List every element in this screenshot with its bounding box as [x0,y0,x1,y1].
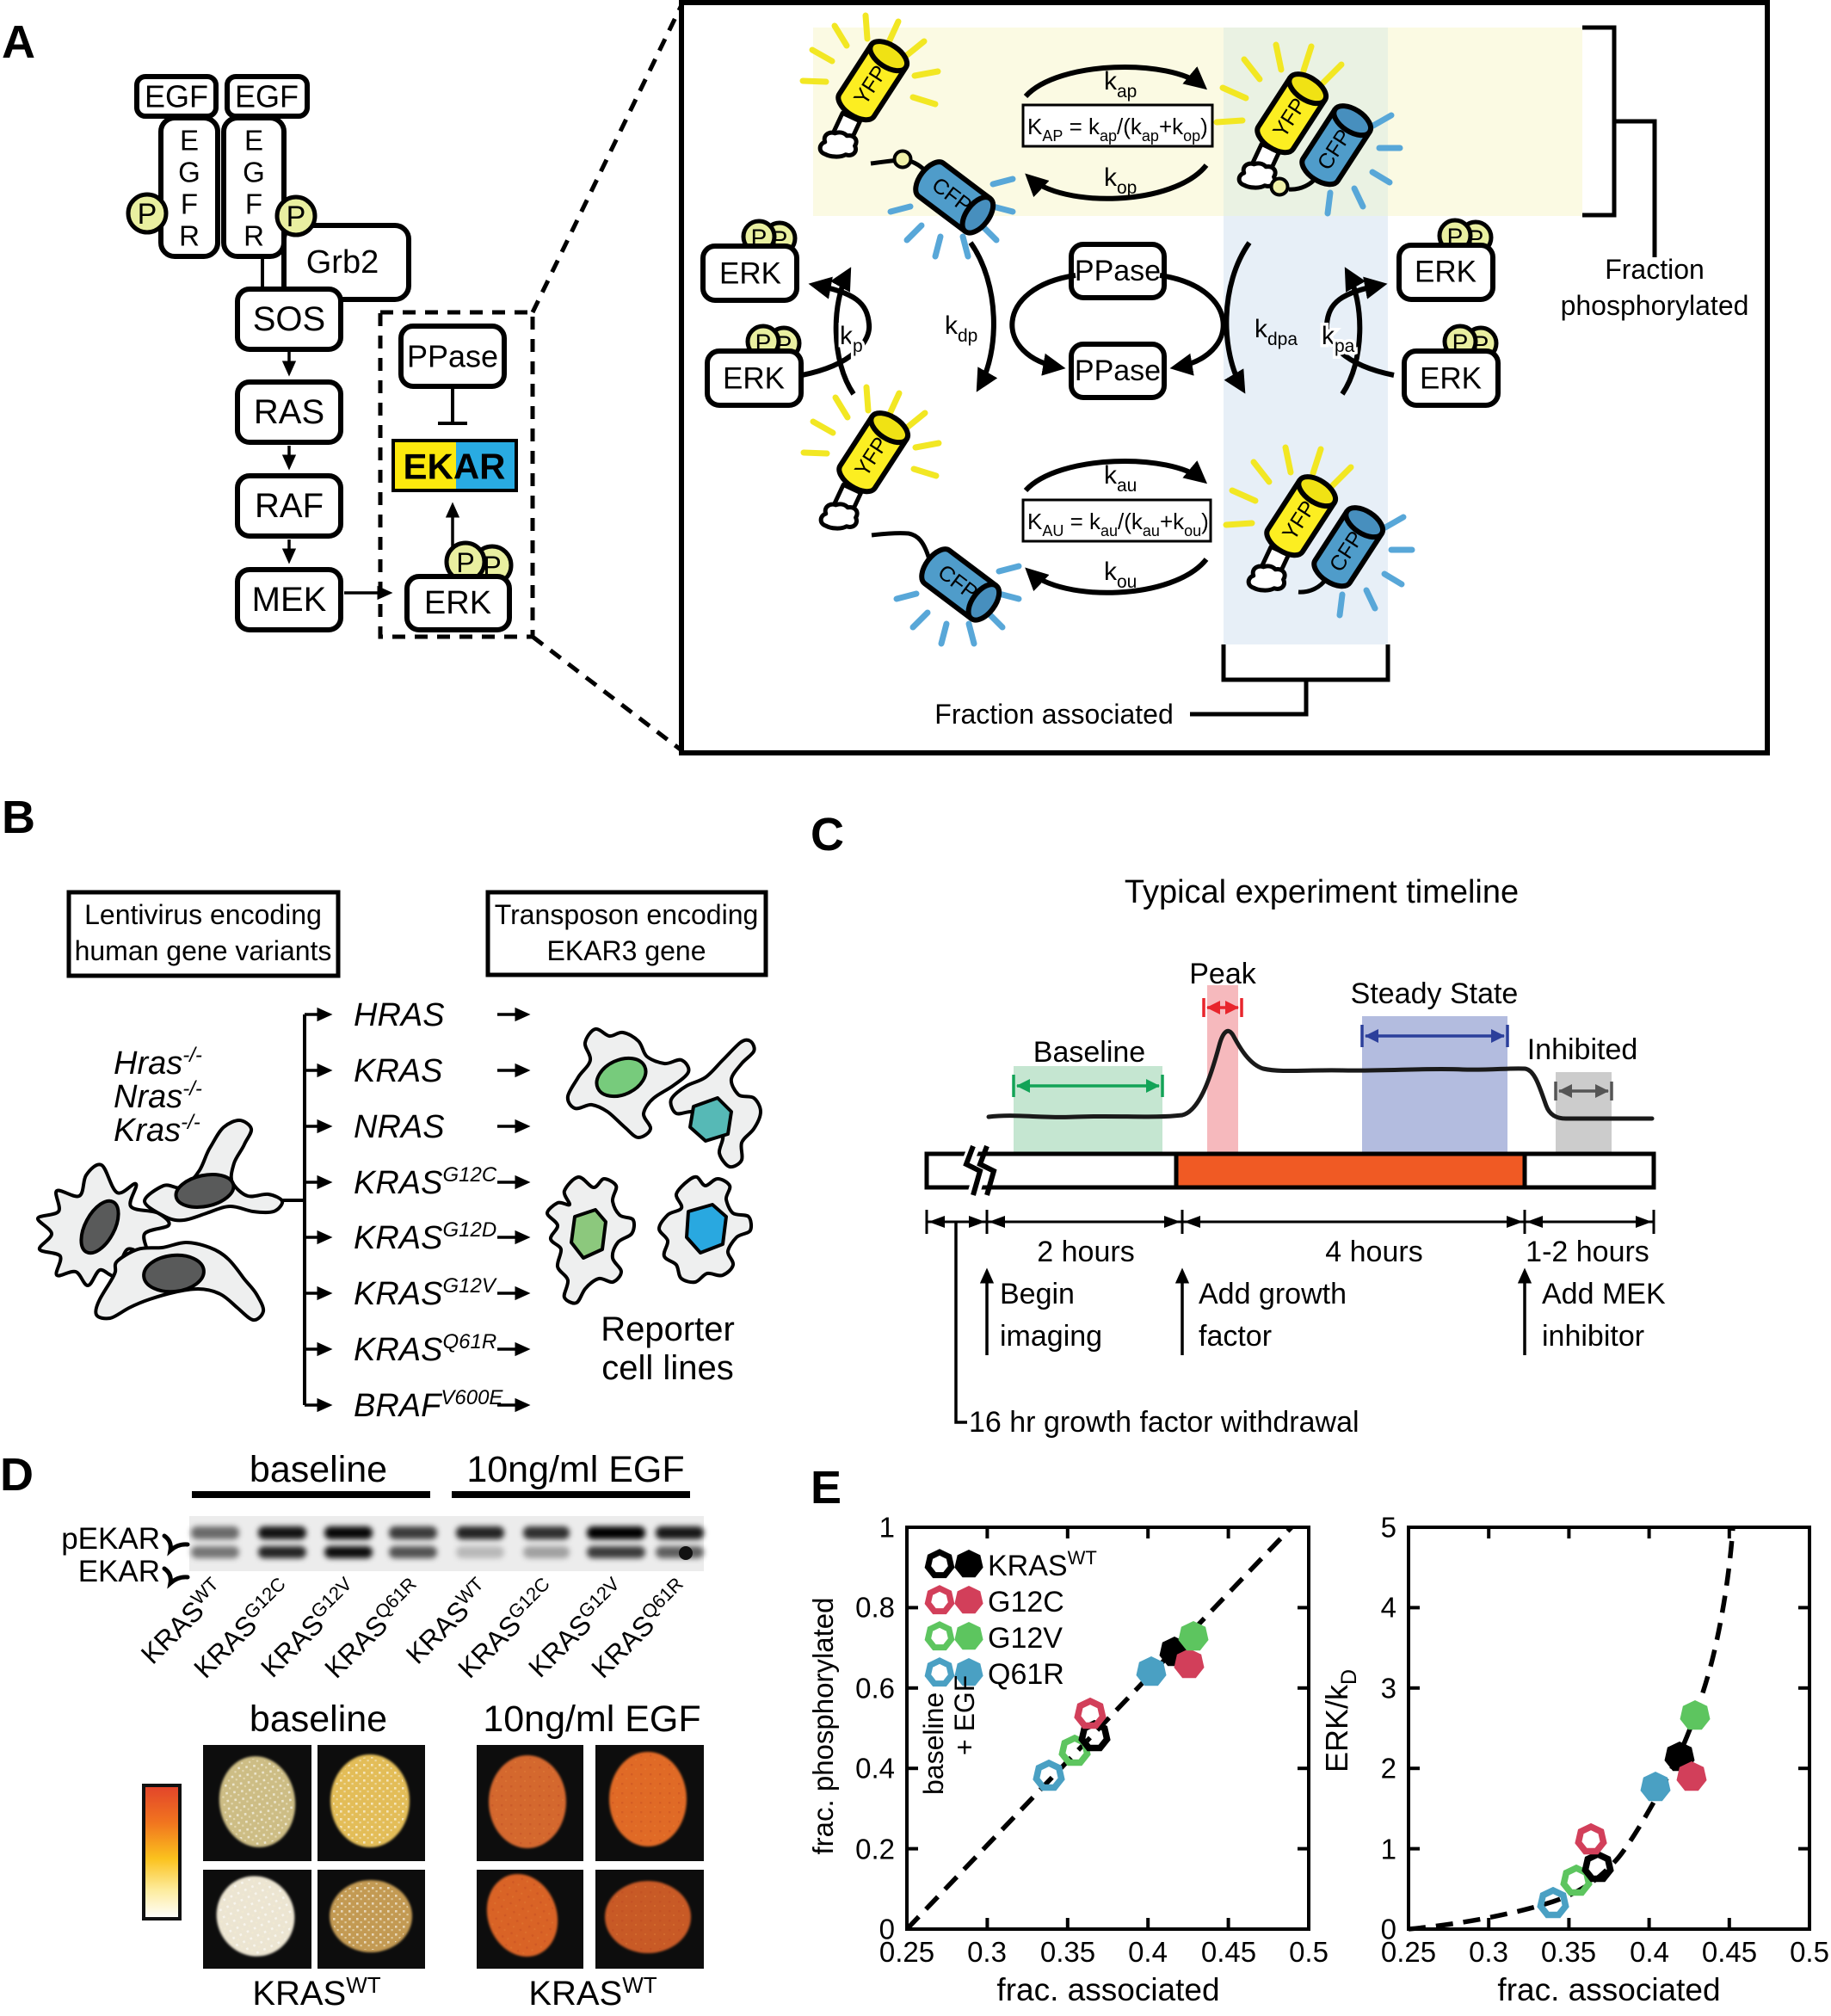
svg-text:E: E [811,1462,842,1514]
svg-text:0.8: 0.8 [855,1592,895,1624]
svg-text:E: E [180,125,199,157]
svg-text:Q61R: Q61R [988,1658,1064,1691]
svg-text:G: G [178,157,200,188]
svg-text:baseline: baseline [918,1692,949,1795]
svg-text:KAP = kap/(kap+kop): KAP = kap/(kap+kop) [1027,114,1208,145]
svg-text:1-2 hours: 1-2 hours [1526,1236,1649,1268]
svg-text:human gene variants: human gene variants [75,935,332,966]
svg-text:imaging: imaging [1000,1320,1102,1353]
svg-text:A: A [2,16,35,68]
svg-text:frac. associated: frac. associated [996,1972,1219,2007]
svg-text:baseline: baseline [250,1449,387,1490]
svg-text:5: 5 [1381,1512,1396,1544]
svg-text:Peak: Peak [1189,958,1256,990]
svg-text:EKAR3 gene: EKAR3 gene [546,935,706,966]
svg-text:Grb2: Grb2 [306,244,379,281]
svg-text:Transposon encoding: Transposon encoding [495,899,759,930]
svg-text:Begin: Begin [1000,1278,1075,1310]
svg-text:4 hours: 4 hours [1325,1236,1422,1268]
svg-text:P: P [456,547,474,578]
svg-text:Reporter: Reporter [601,1310,735,1348]
svg-text:0.45: 0.45 [1201,1936,1256,1968]
svg-text:0.5: 0.5 [1790,1936,1829,1968]
svg-text:0.35: 0.35 [1541,1936,1596,1968]
svg-text:3: 3 [1381,1673,1396,1705]
svg-text:0: 0 [1381,1914,1396,1945]
svg-text:ERK: ERK [723,362,785,396]
svg-text:EKAR: EKAR [78,1555,160,1588]
svg-text:F: F [181,188,198,220]
svg-text:2: 2 [1381,1753,1396,1785]
svg-text:ERK/kD: ERK/kD [1319,1669,1361,1772]
svg-text:Lentivirus encoding: Lentivirus encoding [84,899,322,930]
svg-text:baseline: baseline [250,1698,387,1740]
svg-text:F: F [245,188,262,220]
svg-text:0.4: 0.4 [1630,1936,1669,1968]
svg-text:ERK: ERK [719,257,781,291]
svg-text:RAS: RAS [254,393,324,431]
svg-text:0.4: 0.4 [1128,1936,1168,1968]
svg-text:+ EGF: + EGF [949,1675,980,1755]
svg-text:PPase: PPase [1075,354,1161,387]
svg-text:Add MEK: Add MEK [1542,1278,1666,1310]
svg-text:KRAS: KRAS [354,1053,442,1089]
svg-text:0.25: 0.25 [879,1936,934,1968]
svg-text:4: 4 [1381,1592,1396,1624]
svg-text:0.5: 0.5 [1289,1936,1329,1968]
svg-text:2 hours: 2 hours [1037,1236,1134,1268]
svg-text:Fraction: Fraction [1605,254,1705,285]
svg-text:R: R [179,220,200,252]
svg-text:G12C: G12C [988,1586,1064,1618]
svg-text:EGF: EGF [145,79,208,114]
svg-text:factor: factor [1199,1320,1272,1353]
svg-text:EKAR: EKAR [403,447,505,487]
svg-text:0: 0 [879,1914,895,1945]
svg-text:0.35: 0.35 [1040,1936,1095,1968]
svg-text:SOS: SOS [253,300,325,338]
svg-text:MEK: MEK [252,581,327,619]
svg-text:D: D [0,1449,34,1501]
svg-text:G12V: G12V [988,1622,1063,1655]
svg-text:0.3: 0.3 [1469,1936,1508,1968]
svg-text:P: P [138,198,157,231]
svg-text:Fraction associated: Fraction associated [934,699,1173,730]
svg-text:1: 1 [1381,1834,1396,1865]
svg-text:10ng/ml EGF: 10ng/ml EGF [466,1449,684,1490]
svg-text:Inhibited: Inhibited [1527,1033,1638,1066]
svg-text:EGF: EGF [235,79,299,114]
svg-text:ERK: ERK [424,585,491,621]
svg-text:0.3: 0.3 [967,1936,1007,1968]
svg-text:frac. phosphorylated: frac. phosphorylated [807,1597,839,1854]
svg-text:0.2: 0.2 [855,1834,895,1865]
svg-text:G: G [243,157,265,188]
svg-text:Steady State: Steady State [1351,977,1519,1010]
svg-text:HRAS: HRAS [354,997,445,1033]
svg-text:P: P [287,200,306,233]
svg-text:cell lines: cell lines [601,1349,733,1387]
svg-text:pEKAR: pEKAR [61,1522,160,1556]
svg-text:NRAS: NRAS [354,1109,445,1145]
svg-text:PPase: PPase [1075,255,1161,287]
svg-text:inhibitor: inhibitor [1542,1320,1644,1353]
svg-text:ERK: ERK [1415,256,1477,289]
svg-text:Baseline: Baseline [1033,1036,1145,1069]
svg-text:0.25: 0.25 [1381,1936,1436,1968]
svg-text:frac. associated: frac. associated [1497,1972,1720,2007]
svg-text:Typical experiment timeline: Typical experiment timeline [1125,874,1519,910]
svg-text:RAF: RAF [255,487,324,525]
svg-text:Add growth: Add growth [1199,1278,1347,1310]
svg-text:B: B [2,792,35,843]
svg-text:ERK: ERK [1420,362,1482,396]
svg-text:16 hr growth factor withdrawal: 16 hr growth factor withdrawal [969,1406,1359,1439]
svg-text:phosphorylated: phosphorylated [1561,290,1749,321]
svg-text:E: E [244,125,263,157]
svg-text:PPase: PPase [407,339,498,374]
svg-text:C: C [811,809,844,860]
svg-text:0.6: 0.6 [855,1673,895,1705]
svg-text:0.4: 0.4 [855,1753,895,1785]
svg-text:1: 1 [879,1512,895,1544]
svg-text:R: R [244,220,264,252]
svg-text:0.45: 0.45 [1702,1936,1757,1968]
svg-text:10ng/ml EGF: 10ng/ml EGF [483,1698,700,1740]
